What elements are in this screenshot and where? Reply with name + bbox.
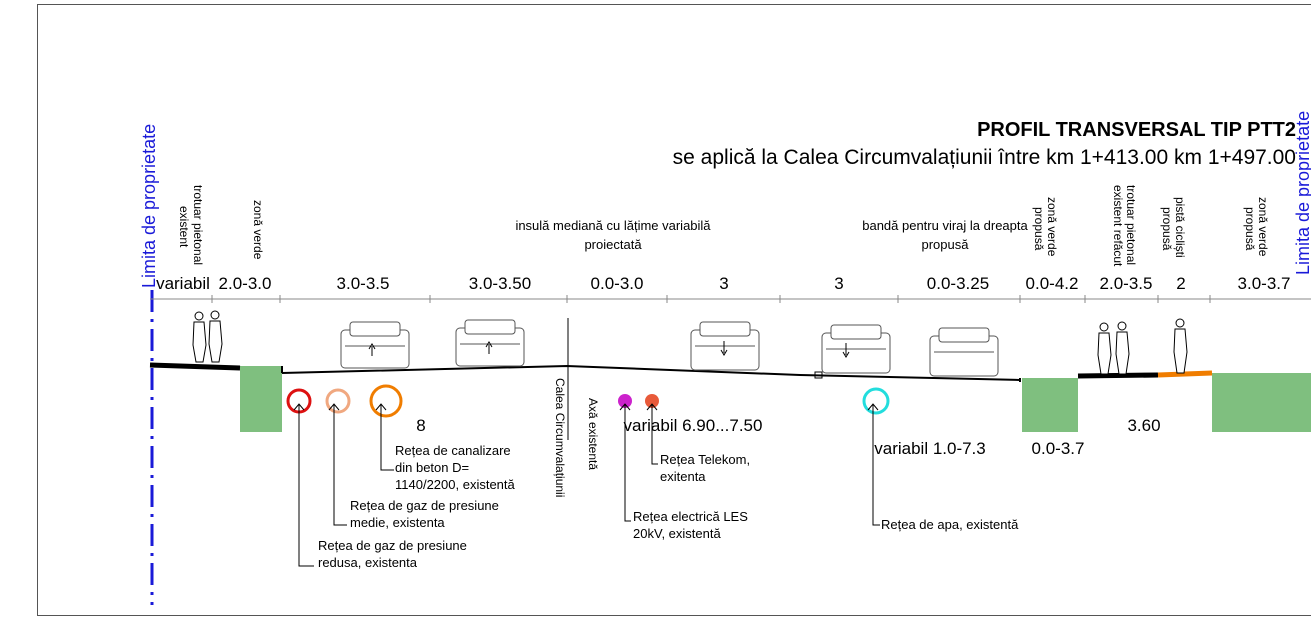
utility-apa-l1: Rețea de apa, existentă <box>881 517 1019 532</box>
depth-label-5: 3.60 <box>1127 416 1160 435</box>
utility-gaz-medie-l2: medie, existenta <box>350 515 445 530</box>
zone-label-pista-2: propusă <box>1160 207 1174 251</box>
axis-label-axa: Axă existentă <box>586 398 600 470</box>
car-icon-4 <box>821 324 891 374</box>
car-icon-3 <box>690 321 760 371</box>
depth-label-1: 8 <box>416 416 425 435</box>
property-limit-right-label: Limita de proprietate <box>1293 111 1311 275</box>
zone-label-pista-1: pistă cicliști <box>1173 197 1187 258</box>
zone-label-insula-2: proiectată <box>584 237 642 252</box>
utility-telekom-l1: Rețea Telekom, <box>660 452 750 467</box>
utility-electrica-l1: Rețea electrică LES <box>633 509 748 524</box>
depth-label-4: 0.0-3.7 <box>1032 439 1085 458</box>
depth-label-3: variabil 1.0-7.3 <box>874 439 986 458</box>
property-limit-left-label: Limita de proprietate <box>139 124 159 288</box>
utility-telekom-icon <box>645 394 659 408</box>
zone-label-trotuar-existent-2: existent <box>177 206 191 248</box>
drawing-frame <box>37 4 1311 616</box>
axis-label-calea: Calea Circumvalațiunii <box>553 378 567 497</box>
width-5: 0.0-3.0 <box>591 274 644 293</box>
car-icon-2 <box>455 319 525 367</box>
road-profile <box>281 364 1021 381</box>
car-icon-1 <box>340 321 410 369</box>
utility-gaz-medie-l1: Rețea de gaz de presiune <box>350 498 499 513</box>
utility-canalizare-l2: din beton D= <box>395 460 469 475</box>
width-7: 3 <box>834 274 843 293</box>
width-12: 3.0-3.7 <box>1238 274 1291 293</box>
drawing-title: PROFIL TRANSVERSAL TIP PTT2 <box>977 119 1296 141</box>
utility-gaz-redusa-l2: redusa, existenta <box>318 555 418 570</box>
utility-electrica-l2: 20kV, existentă <box>633 526 721 541</box>
width-11: 2 <box>1176 274 1185 293</box>
car-icon-5 <box>929 327 999 377</box>
leader-lines <box>293 403 880 567</box>
zone-label-zona-verde-propusa-1: zonă verde <box>1045 197 1059 257</box>
width-9: 0.0-4.2 <box>1026 274 1079 293</box>
utility-telekom-l2: exitenta <box>660 469 706 484</box>
zone-label-banda-2: propusă <box>922 237 970 252</box>
utility-electrica-icon <box>618 394 632 408</box>
width-6: 3 <box>719 274 728 293</box>
utility-apa-icon <box>862 387 890 415</box>
green-zone-right <box>1212 373 1311 432</box>
sidewalk-refacut <box>1077 372 1159 379</box>
zone-label-zona-verde-propusa2-2: propusă <box>1243 207 1257 251</box>
cyclist-icon <box>1173 318 1188 374</box>
zone-label-zona-verde-propusa2-1: zonă verde <box>1256 197 1270 257</box>
bike-lane <box>1157 370 1213 378</box>
zone-label-insula-1: insulă mediană cu lățime variabilă <box>515 218 711 233</box>
zone-label-trotuar-refacut-1: trotuar pietonal <box>1124 185 1138 265</box>
zone-label-banda-1: bandă pentru viraj la dreapta <box>862 218 1028 233</box>
utility-gaz-redusa-l1: Rețea de gaz de presiune <box>318 538 467 553</box>
utility-canalizare-l1: Rețea de canalizare <box>395 443 511 458</box>
width-variabil: variabil <box>156 274 210 293</box>
zone-label-zona-verde: zonă verde <box>251 200 265 260</box>
utility-canalizare-icon <box>369 384 403 418</box>
road-marker <box>814 371 823 379</box>
width-3: 3.0-3.5 <box>337 274 390 293</box>
zone-label-zona-verde-propusa-2: propusă <box>1032 207 1046 251</box>
width-8: 0.0-3.25 <box>927 274 989 293</box>
width-2: 2.0-3.0 <box>219 274 272 293</box>
drawing-subtitle: se aplică la Calea Circumvalațiunii într… <box>673 146 1296 169</box>
depth-label-2: variabil 6.90...7.50 <box>624 416 763 435</box>
utility-canalizare-l3: 1140/2200, existentă <box>395 477 516 492</box>
green-zone-center <box>1022 378 1078 432</box>
sidewalk-left <box>149 362 241 371</box>
zone-label-trotuar-existent-1: trotuar pietonal <box>191 185 205 265</box>
pedestrian-icon-right <box>1097 321 1130 375</box>
pedestrian-icon-left <box>192 310 223 363</box>
green-zone-left <box>240 366 282 432</box>
width-10: 2.0-3.5 <box>1100 274 1153 293</box>
zone-label-trotuar-refacut-2: existent refăcut <box>1111 185 1125 267</box>
dimension-line <box>150 295 1311 303</box>
width-4: 3.0-3.50 <box>469 274 531 293</box>
